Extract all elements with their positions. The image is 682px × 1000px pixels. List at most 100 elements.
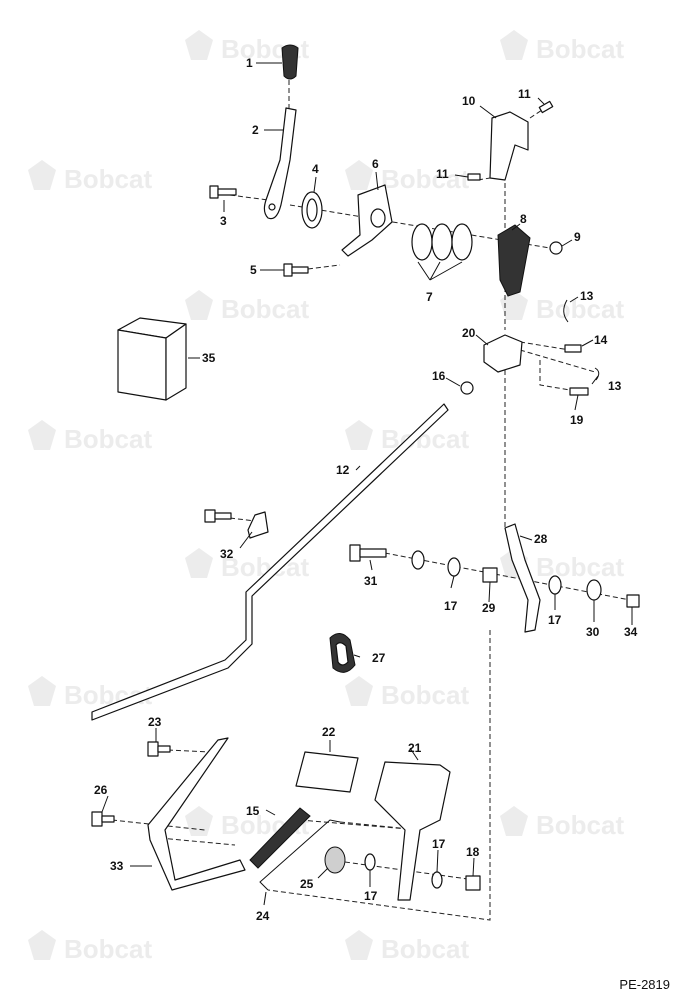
callout-labels: 1 2 3 4 5 6 7 8 9 10 11 11 12 13 13 14 1… xyxy=(94,56,638,923)
watermark-text: Bobcat xyxy=(221,294,309,324)
callout-19: 19 xyxy=(570,413,584,427)
nut-part xyxy=(549,241,563,255)
clip-part xyxy=(204,509,269,539)
cotter-pin-part xyxy=(563,299,569,323)
lever-hole xyxy=(268,203,276,211)
callout-11-lower: 11 xyxy=(436,167,449,181)
pivot-bracket-part xyxy=(341,184,393,257)
watermark: Bobcat xyxy=(500,290,624,324)
watermark: Bobcat xyxy=(345,160,469,194)
watermark: Bobcat xyxy=(345,930,469,964)
callout-14: 14 xyxy=(594,333,608,347)
callout-13: 13 xyxy=(580,289,594,303)
watermark-text: Bobcat xyxy=(381,934,469,964)
watermark-text: Bobcat xyxy=(381,680,469,710)
callout-17-c: 17 xyxy=(432,837,446,851)
watermark: Bobcat xyxy=(500,806,624,840)
callout-28: 28 xyxy=(534,532,548,546)
washer-part xyxy=(447,557,461,577)
rod-nut-part xyxy=(460,381,474,395)
cotter-pin-part xyxy=(594,367,600,381)
callout-20: 20 xyxy=(462,326,476,340)
callout-2: 2 xyxy=(252,123,259,137)
callout-17-b: 17 xyxy=(548,613,562,627)
watermark: Bobcat xyxy=(345,676,469,710)
callout-5: 5 xyxy=(250,263,257,277)
callout-21: 21 xyxy=(408,741,422,755)
callout-17-d: 17 xyxy=(364,889,378,903)
watermark: Bobcat xyxy=(500,30,624,64)
spring-part xyxy=(249,807,311,869)
callout-11: 11 xyxy=(518,87,531,101)
callout-6: 6 xyxy=(372,157,379,171)
bolt-part xyxy=(349,544,387,562)
bolt-part xyxy=(91,811,115,827)
bolt-part xyxy=(283,263,309,277)
control-rod-part xyxy=(91,403,449,721)
bolt-part xyxy=(209,185,237,199)
callout-29: 29 xyxy=(482,601,496,615)
lever-part xyxy=(263,107,297,220)
pedal-part xyxy=(374,761,451,901)
kit-box-part xyxy=(117,317,187,401)
callout-15: 15 xyxy=(246,804,260,818)
nut-part xyxy=(626,594,640,608)
callout-16: 16 xyxy=(432,369,446,383)
spacer-part xyxy=(482,567,498,583)
knob-part xyxy=(281,44,299,80)
callout-35: 35 xyxy=(202,351,216,365)
reference-code: PE-2819 xyxy=(619,977,670,992)
washer-part xyxy=(411,550,425,570)
callout-4: 4 xyxy=(312,162,319,176)
o-ring-part xyxy=(411,223,433,261)
pedal-rod-part xyxy=(259,819,341,891)
callout-22: 22 xyxy=(322,725,336,739)
callout-27: 27 xyxy=(372,651,386,665)
bracket-hole xyxy=(370,208,386,228)
callout-34: 34 xyxy=(624,625,638,639)
watermark-text: Bobcat xyxy=(536,294,624,324)
callout-30: 30 xyxy=(586,625,600,639)
spacer-part xyxy=(324,846,346,874)
washer-part xyxy=(364,853,376,871)
pin-part xyxy=(467,173,481,181)
pin-part xyxy=(538,100,554,114)
callout-33: 33 xyxy=(110,859,124,873)
nut-part xyxy=(465,875,481,891)
washer-part xyxy=(548,575,562,595)
bolt-part xyxy=(147,741,171,757)
callout-1: 1 xyxy=(246,56,253,70)
grommet-hole xyxy=(335,642,349,666)
clevis-pin-part xyxy=(569,387,589,396)
watermark: Bobcat xyxy=(28,930,152,964)
watermark-text: Bobcat xyxy=(64,164,152,194)
leader-lines xyxy=(101,62,633,906)
o-ring-part xyxy=(451,223,473,261)
upper-bracket-part xyxy=(489,111,529,181)
callout-3: 3 xyxy=(220,214,227,228)
o-ring-part xyxy=(431,223,453,261)
watermark-text: Bobcat xyxy=(536,34,624,64)
callout-12: 12 xyxy=(336,463,350,477)
callout-25: 25 xyxy=(300,877,314,891)
callout-32: 32 xyxy=(220,547,234,561)
callout-13-lower: 13 xyxy=(608,379,622,393)
washer-part xyxy=(431,871,443,889)
pedal-pad-part xyxy=(295,751,359,793)
callout-10: 10 xyxy=(462,94,476,108)
watermark: Bobcat xyxy=(185,290,309,324)
watermark-text: Bobcat xyxy=(381,164,469,194)
detent-part xyxy=(497,224,531,297)
watermark-text: Bobcat xyxy=(64,424,152,454)
callout-18: 18 xyxy=(466,845,480,859)
watermark: Bobcat xyxy=(28,420,152,454)
callout-7: 7 xyxy=(426,290,433,304)
callout-31: 31 xyxy=(364,574,378,588)
watermark-text: Bobcat xyxy=(536,810,624,840)
clevis-part xyxy=(483,334,523,373)
watermark: Bobcat xyxy=(28,676,152,710)
callout-23: 23 xyxy=(148,715,162,729)
callout-9: 9 xyxy=(574,230,581,244)
pedal-bracket-part xyxy=(147,737,246,891)
